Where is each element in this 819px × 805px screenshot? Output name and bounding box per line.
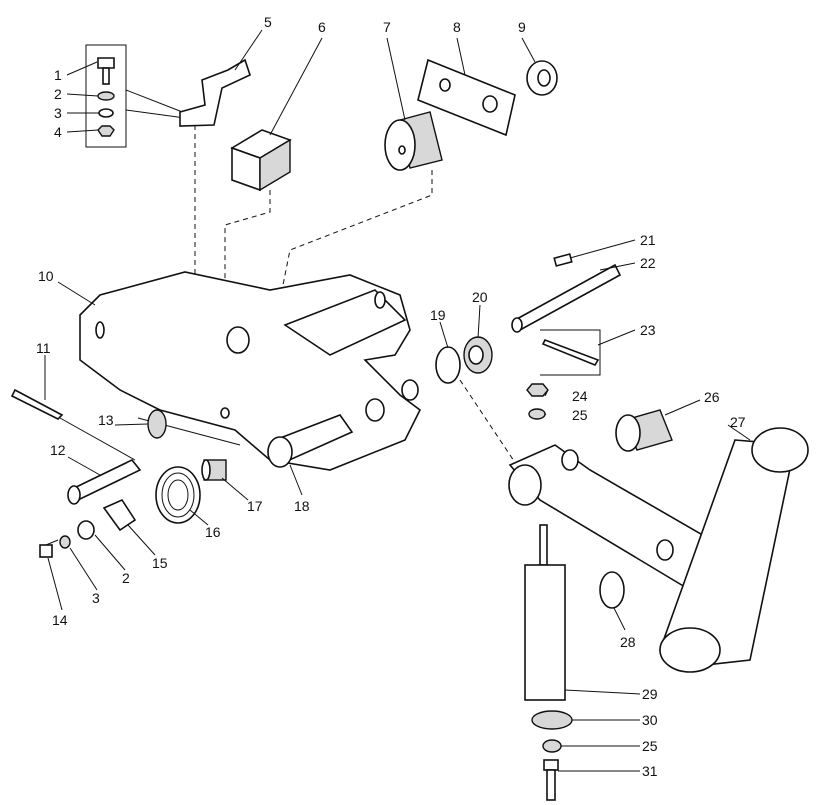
callout-14: 14 [52, 612, 68, 628]
bushing-7 [384, 111, 443, 171]
callout-8: 8 [453, 19, 461, 35]
callout-24: 24 [572, 388, 588, 404]
callout-31: 31 [642, 763, 658, 779]
spring-16 [155, 466, 201, 524]
callout-1: 1 [54, 67, 62, 83]
callout-2b: 2 [122, 570, 130, 586]
callout-19: 19 [430, 307, 446, 323]
lock-washer-25b [542, 739, 562, 753]
washer-2b [77, 520, 95, 540]
callout-13: 13 [98, 412, 114, 428]
cotter-pin-11 [10, 388, 64, 420]
lock-washer-3b [59, 535, 71, 549]
shaft-22 [511, 263, 622, 333]
pin-12 [67, 459, 142, 505]
bushing-17 [201, 459, 227, 481]
callout-2: 2 [54, 86, 62, 102]
washer-28 [599, 571, 625, 609]
callout-18: 18 [294, 498, 310, 514]
callout-25: 25 [572, 407, 588, 423]
callout-17: 17 [247, 498, 263, 514]
bolt-31 [543, 759, 559, 801]
callout-28: 28 [620, 634, 636, 650]
callout-15: 15 [152, 555, 168, 571]
washer-2 [97, 91, 115, 101]
nut-4 [97, 125, 115, 137]
screw-14 [39, 539, 59, 558]
key-21 [553, 253, 573, 267]
tab-washer-15 [102, 498, 137, 532]
callout-5: 5 [264, 14, 272, 30]
callout-23: 23 [640, 322, 656, 338]
plate-8 [417, 58, 516, 137]
callout-27: 27 [730, 414, 746, 430]
lock-washer-25 [528, 408, 546, 420]
castle-nut-20 [463, 336, 493, 374]
callout-22: 22 [640, 255, 656, 271]
callout-29: 29 [642, 686, 658, 702]
lever-27 [508, 427, 809, 673]
callout-11: 11 [36, 340, 51, 356]
callout-20: 20 [472, 289, 488, 305]
callout-7: 7 [383, 19, 391, 35]
washer-13 [147, 409, 167, 439]
lock-washer-3 [98, 108, 114, 118]
leader-lines [44, 29, 751, 772]
bracket-10 [79, 271, 422, 471]
bolt-1 [97, 57, 115, 85]
callout-9: 9 [518, 19, 526, 35]
callout-16: 16 [205, 524, 221, 540]
callout-6: 6 [318, 19, 326, 35]
callout-4: 4 [54, 124, 62, 140]
callout-26: 26 [704, 389, 720, 405]
stud-29 [524, 524, 566, 701]
washer-19 [435, 346, 461, 384]
callout-30: 30 [642, 712, 658, 728]
bolt-18 [267, 414, 354, 468]
bushing-26 [615, 409, 673, 452]
fastener-kit-frame [85, 44, 127, 148]
cotter-pin-23 [541, 338, 600, 366]
callout-10: 10 [38, 268, 54, 284]
spacer-block-6 [230, 129, 292, 192]
callout-12: 12 [50, 442, 66, 458]
callout-21: 21 [640, 232, 656, 248]
washer-30 [531, 710, 573, 730]
clip-5 [179, 58, 251, 127]
callout-3: 3 [54, 105, 62, 121]
nut-24 [526, 383, 549, 397]
callout-25b: 25 [642, 738, 658, 754]
washer-9 [526, 60, 558, 96]
callout-3b: 3 [92, 590, 100, 606]
